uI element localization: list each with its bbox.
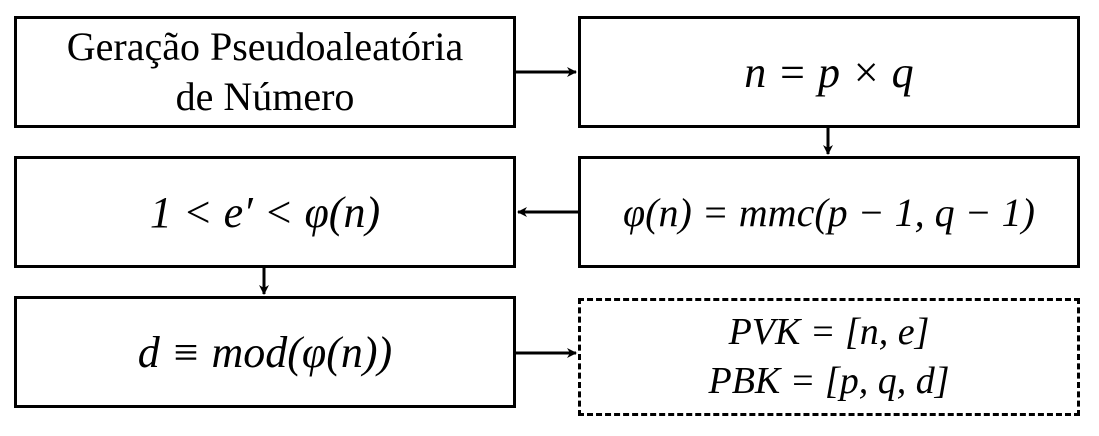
totient-formula: φ(n) = mmc(p − 1, q − 1) — [623, 189, 1035, 235]
modulus-formula: n = p × q — [744, 47, 914, 97]
generation-label-line1: Geração Pseudoaleatória — [66, 24, 464, 69]
keys-box: PVK = [n, e] PBK = [p, q, d] — [578, 298, 1080, 416]
public-exponent-box: 1 < e′ < φ(n) — [14, 156, 516, 268]
generation-label-line2: de Número — [175, 74, 355, 119]
totient-box: φ(n) = mmc(p − 1, q − 1) — [578, 156, 1080, 268]
generation-box: Geração Pseudoaleatória de Número — [14, 16, 516, 128]
keys-line1: PVK = [n, e] — [728, 310, 930, 353]
modulus-box: n = p × q — [578, 16, 1080, 128]
public-exponent-formula: 1 < e′ < φ(n) — [149, 187, 381, 237]
keys-line2: PBK = [p, q, d] — [708, 360, 950, 402]
private-exponent-formula: d ≡ mod(φ(n)) — [137, 327, 393, 377]
private-exponent-box: d ≡ mod(φ(n)) — [14, 296, 516, 408]
